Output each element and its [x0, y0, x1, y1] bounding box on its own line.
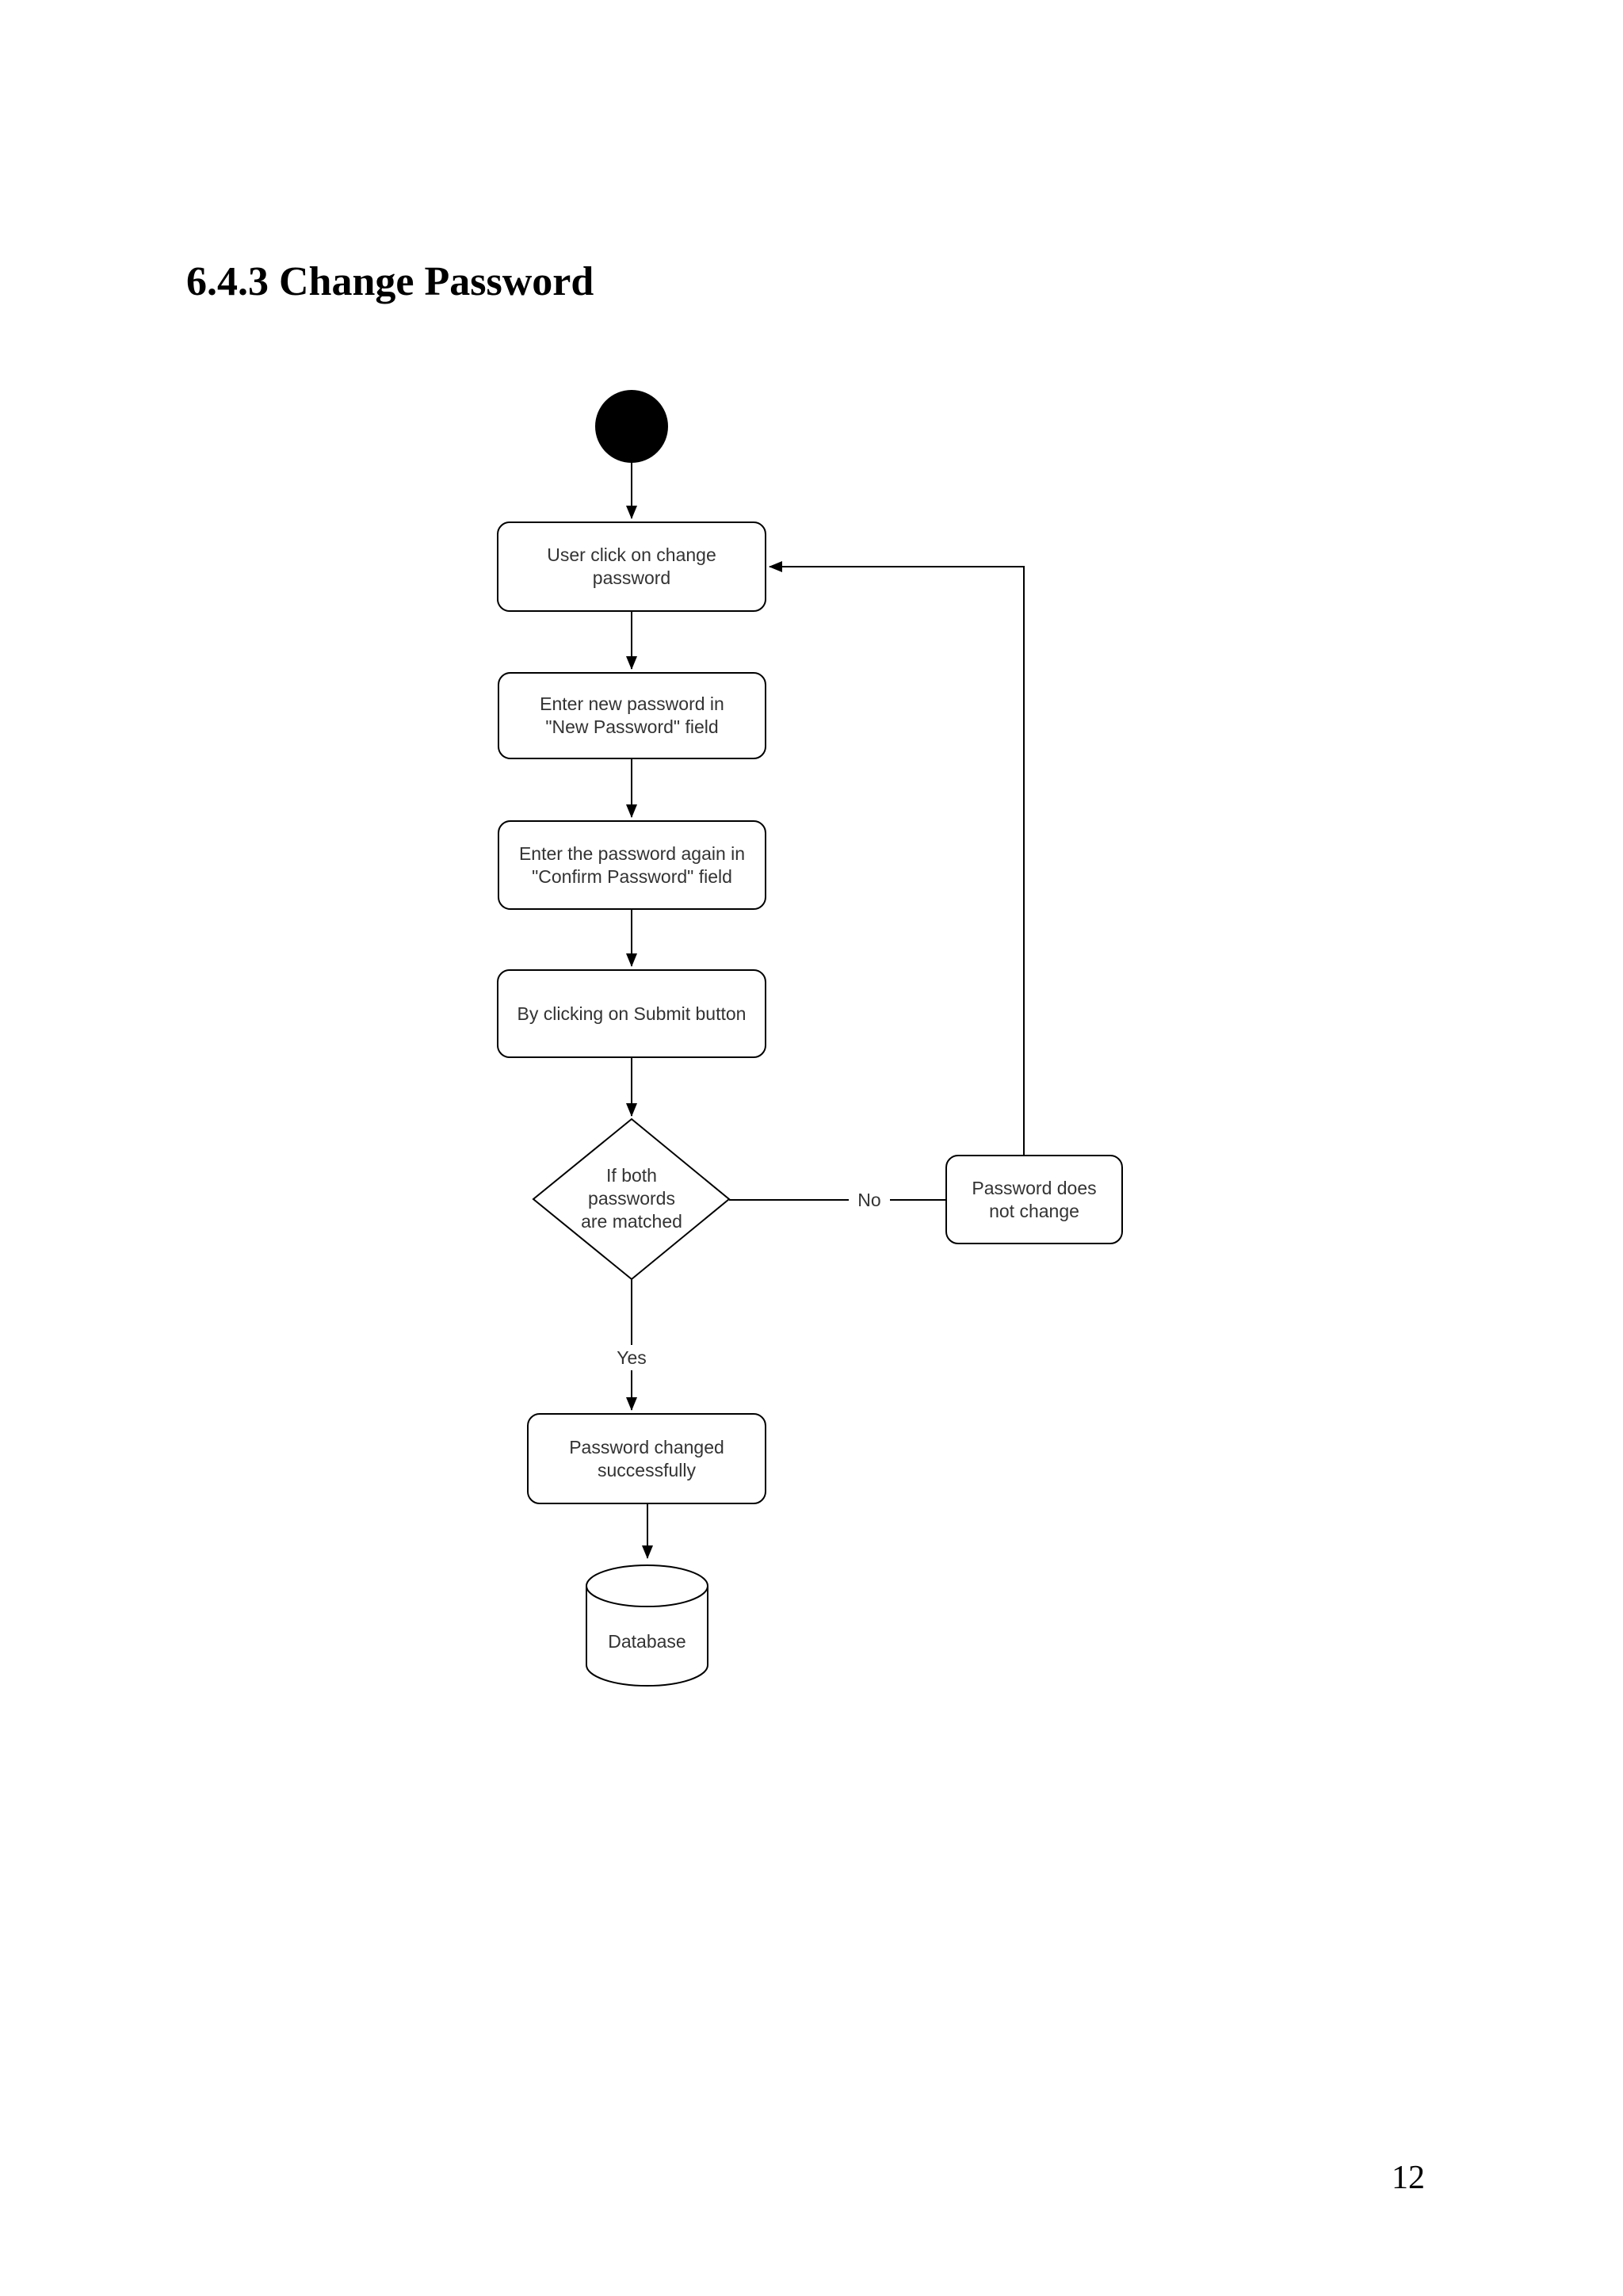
node-enter-new-password: Enter new password in "New Password" fie… — [498, 672, 766, 759]
edge-label-no: No — [849, 1187, 890, 1213]
node-label-line: User click on change — [547, 544, 716, 565]
start-node — [595, 390, 668, 463]
database-cylinder-top — [586, 1564, 708, 1607]
page-number: 12 — [1392, 2160, 1425, 2196]
node-password-not-changed: Password does not change — [945, 1155, 1123, 1244]
node-label-line: are matched — [581, 1211, 682, 1232]
database-node-label: Database — [608, 1631, 686, 1652]
node-label-line: Password changed — [569, 1436, 724, 1457]
node-label-line: "New Password" field — [545, 716, 719, 737]
node-label-line: passwords — [588, 1188, 675, 1209]
node-label-line: not change — [989, 1200, 1079, 1221]
decision-node-shape — [532, 1117, 731, 1281]
node-label-line: Enter new password in — [540, 693, 724, 714]
node-label-line: password — [592, 567, 671, 588]
node-label-line: successfully — [598, 1459, 696, 1480]
database-cylinder-body — [586, 1586, 708, 1687]
edge-feedback-loop — [769, 561, 1025, 1155]
node-label-line: "Confirm Password" field — [532, 865, 732, 887]
edge-label-yes: Yes — [607, 1345, 656, 1370]
node-label-line: By clicking on Submit button — [517, 1003, 747, 1024]
node-password-changed-successfully: Password changed successfully — [527, 1413, 766, 1504]
decision-node-label: If both passwords are matched — [552, 1164, 711, 1233]
node-confirm-password: Enter the password again in "Confirm Pas… — [498, 820, 766, 910]
node-user-click-change-password: User click on change password — [497, 521, 766, 612]
node-click-submit: By clicking on Submit button — [497, 969, 766, 1058]
node-label-line: Enter the password again in — [518, 842, 746, 864]
node-label-line: Password does — [972, 1177, 1097, 1198]
node-label-line: If both — [606, 1165, 657, 1186]
section-heading: 6.4.3 Change Password — [186, 259, 594, 304]
